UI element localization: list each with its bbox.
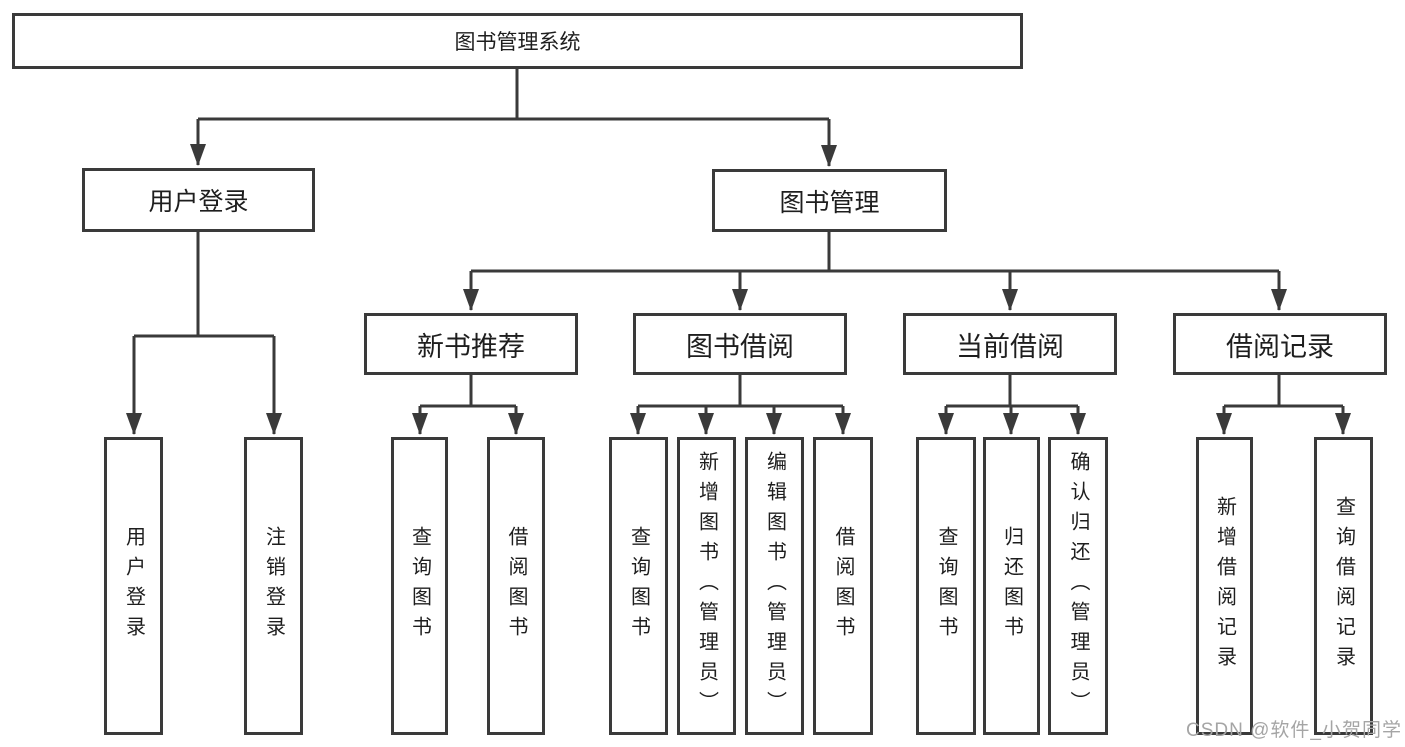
node-new-book-recommendation: 新书推荐 xyxy=(364,313,578,375)
leaf-confirm-return-admin: 确认归还（管理员） xyxy=(1048,437,1108,735)
node-book-borrowing: 图书借阅 xyxy=(633,313,847,375)
node-borrowing-records: 借阅记录 xyxy=(1173,313,1387,375)
leaf-return-books: 归还图书 xyxy=(983,437,1040,735)
node-current-borrowing: 当前借阅 xyxy=(903,313,1117,375)
csdn-watermark: CSDN @软件_小贺同学 xyxy=(1186,720,1402,741)
node-user-login: 用户登录 xyxy=(82,168,315,232)
leaf-query-books-current: 查询图书 xyxy=(916,437,976,735)
leaf-user-login: 用户登录 xyxy=(104,437,163,735)
leaf-add-books-admin: 新增图书（管理员） xyxy=(677,437,736,735)
node-library-management-system: 图书管理系统 xyxy=(12,13,1023,69)
leaf-query-books-borrowing: 查询图书 xyxy=(609,437,668,735)
leaf-edit-books-admin: 编辑图书（管理员） xyxy=(745,437,804,735)
leaf-query-borrow-record: 查询借阅记录 xyxy=(1314,437,1373,735)
leaf-logout: 注销登录 xyxy=(244,437,303,735)
leaf-query-books-recommend: 查询图书 xyxy=(391,437,448,735)
leaf-borrow-books-recommend: 借阅图书 xyxy=(487,437,545,735)
leaf-add-borrow-record: 新增借阅记录 xyxy=(1196,437,1253,735)
node-book-management: 图书管理 xyxy=(712,169,947,232)
leaf-borrow-books-borrowing: 借阅图书 xyxy=(813,437,873,735)
